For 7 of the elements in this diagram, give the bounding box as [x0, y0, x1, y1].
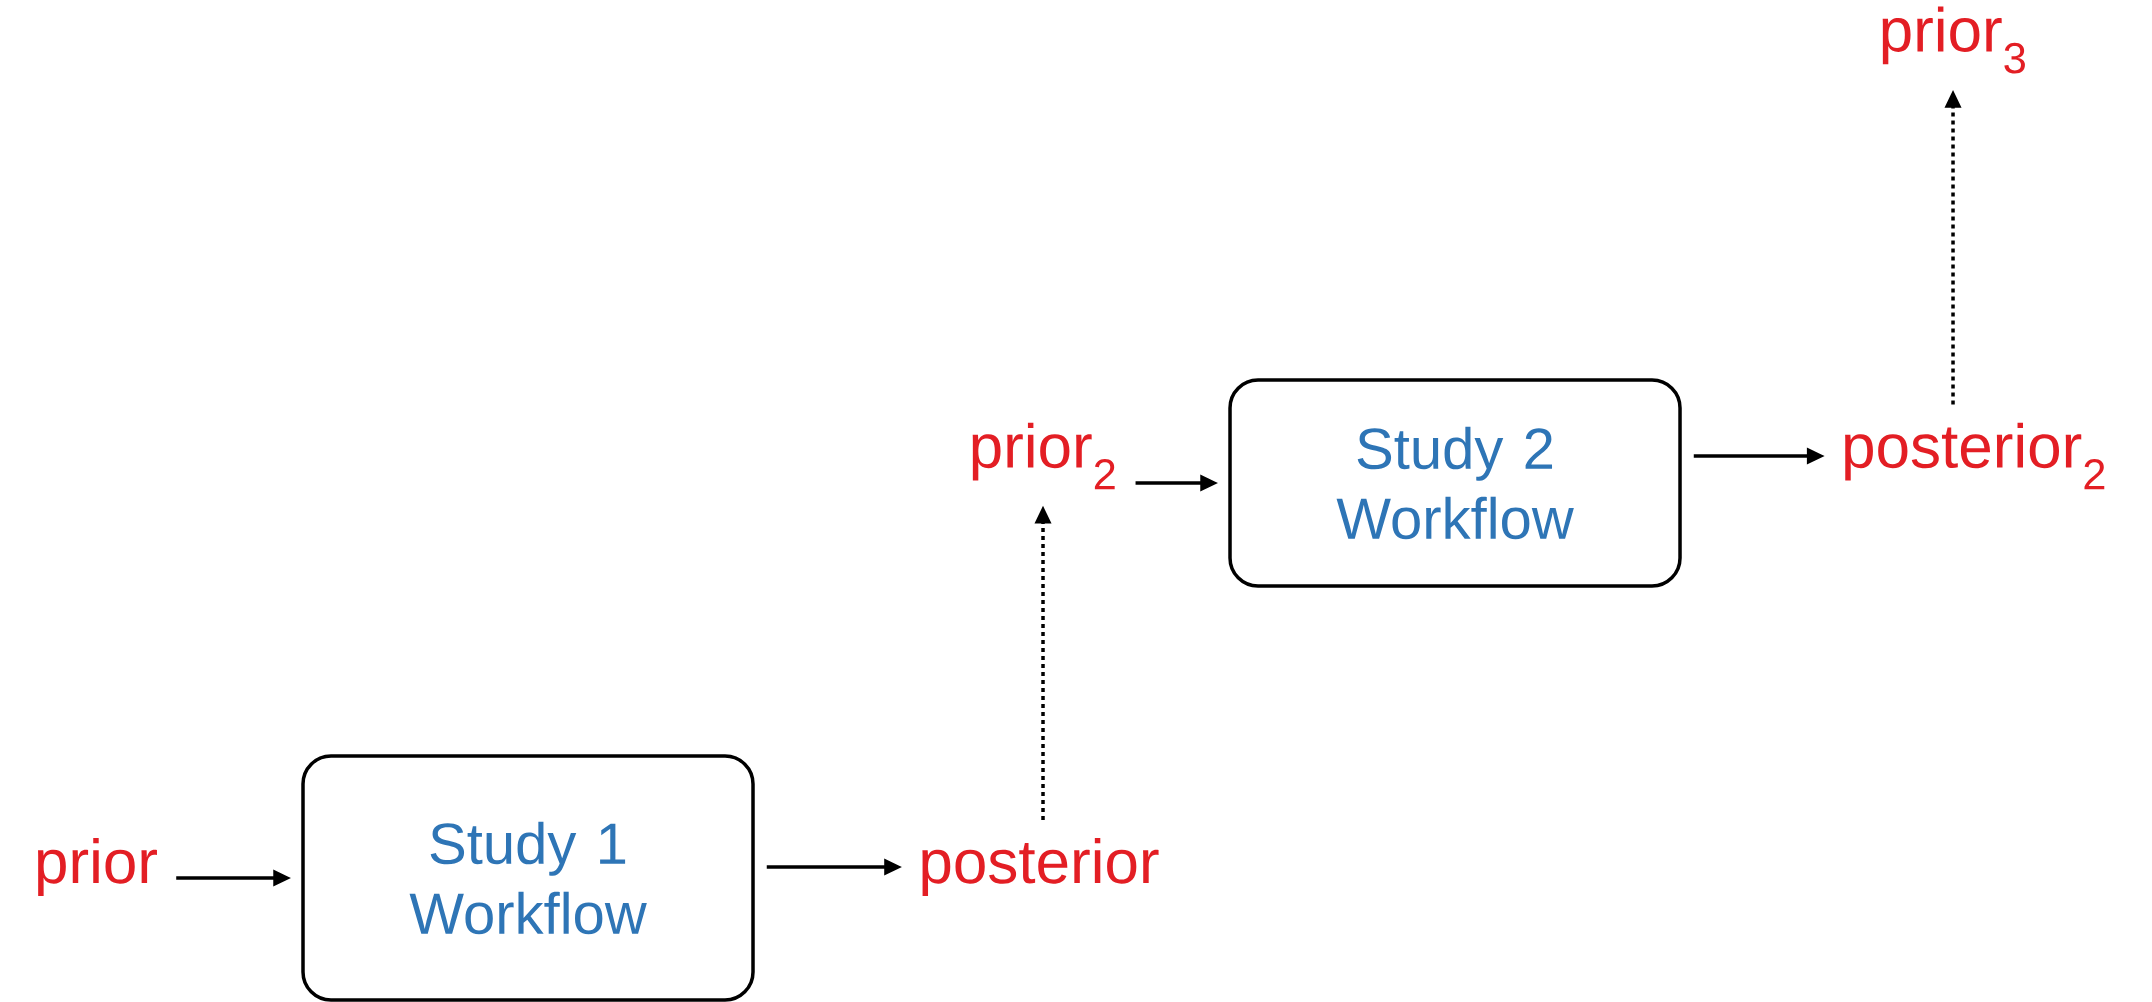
term-label: prior — [38, 838, 157, 896]
term-label: prior$_{2}$ — [972, 422, 1115, 490]
process-box: Study 1 Workflow — [301, 754, 755, 1002]
term-label: posterior$_{2}$ — [1845, 422, 2105, 490]
term-label: prior$_{3}$ — [1882, 6, 2025, 74]
process-box: Study 2 Workflow — [1228, 378, 1682, 588]
term-label: posterior — [922, 838, 1159, 896]
